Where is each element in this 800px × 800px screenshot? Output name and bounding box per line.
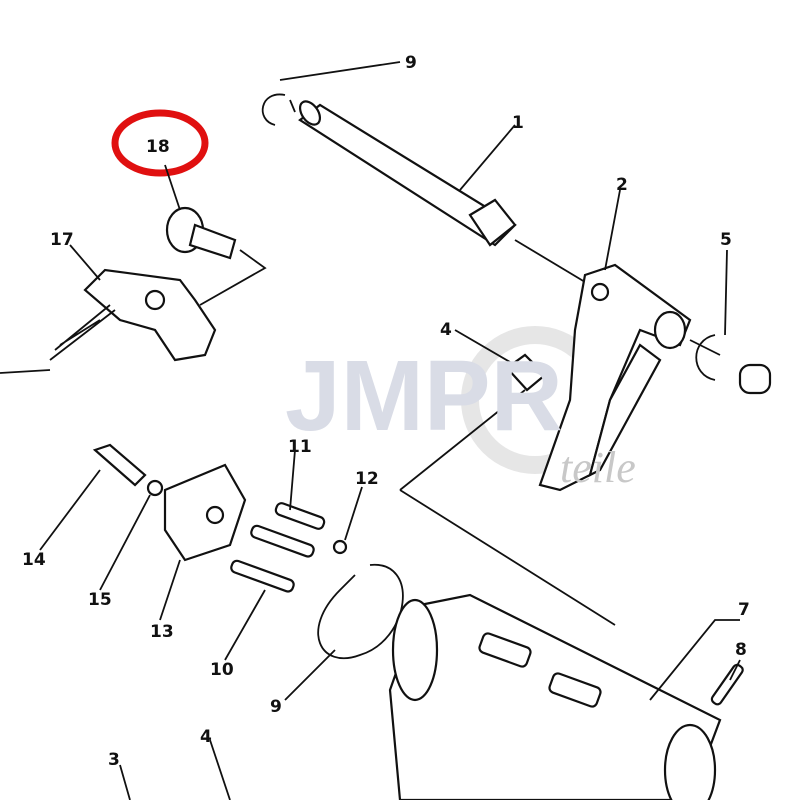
- callout-18: 18: [146, 137, 170, 157]
- callout-17: 17: [50, 230, 74, 250]
- callout-5: 5: [720, 230, 732, 250]
- callout-10: 10: [210, 660, 234, 680]
- circlip-9: [317, 564, 404, 660]
- callout-15: 15: [88, 590, 112, 610]
- callout-11: 11: [288, 437, 312, 457]
- callout-8: 8: [735, 640, 747, 660]
- leader-lines: [399, 389, 616, 626]
- roller-4: [505, 353, 547, 392]
- pins: [230, 502, 348, 593]
- watermark-subtext: teile: [560, 443, 636, 492]
- callout-1: 1: [512, 113, 524, 133]
- callout-14: 14: [22, 550, 46, 570]
- shift-fork: [538, 263, 721, 492]
- circlip-5: [695, 334, 716, 381]
- roller-6: [738, 363, 772, 395]
- stopper-part: [165, 206, 267, 306]
- callout-3: 3: [108, 750, 120, 770]
- callout-4-drum: 4: [200, 727, 212, 747]
- shift-drum: [388, 593, 744, 800]
- callout-4-roller: 4: [440, 320, 452, 340]
- segment-assembly: [92, 443, 247, 562]
- callout-9-top: 9: [405, 53, 417, 73]
- callout-2: 2: [616, 175, 628, 195]
- watermark: JMPR teile: [285, 340, 636, 492]
- callout-7: 7: [738, 600, 750, 620]
- callout-13: 13: [150, 622, 174, 642]
- highlight-circle: [111, 109, 209, 177]
- callout-12: 12: [355, 469, 379, 489]
- stopper-lever: [0, 268, 217, 374]
- watermark-text: JMPR: [285, 340, 563, 452]
- shift-shaft: [261, 93, 591, 286]
- callout-9: 9: [270, 697, 282, 717]
